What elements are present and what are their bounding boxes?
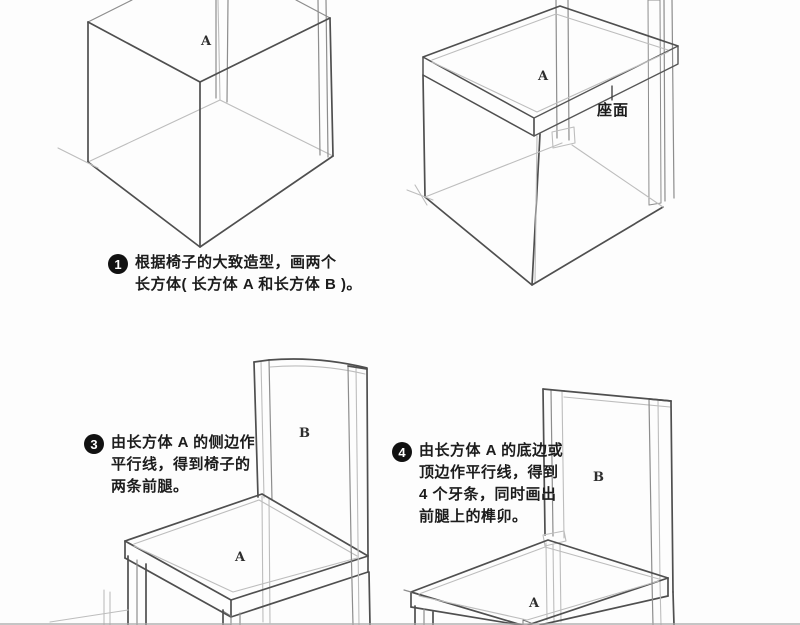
step-3-note: 3 由长方体 A 的侧边作 平行线，得到椅子的 两条前腿。: [84, 432, 255, 498]
page-bottom-edge: [0, 623, 800, 625]
step-4-number-badge: 4: [392, 442, 412, 462]
figure-4-chair-aprons-sketch: [403, 388, 675, 625]
step-3-line-3: 两条前腿。: [111, 478, 189, 495]
step-4-line-2: 顶边作平行线，得到: [419, 464, 559, 481]
step-4-line-3: 4 个牙条，同时画出: [419, 486, 557, 503]
figure-3-chair-front-legs-sketch: [49, 358, 371, 625]
fig3-box-a-label: A: [235, 550, 246, 565]
step-1-note: 1 根据椅子的大致造型，画两个 长方体( 长方体 A 和长方体 B )。: [108, 252, 362, 296]
step-4-note: 4 由长方体 A 的底边或 顶边作平行线，得到 4 个牙条，同时画出 前腿上的榫…: [392, 440, 563, 528]
step-3-line-2: 平行线，得到椅子的: [111, 456, 251, 473]
fig4-box-a-label: A: [529, 596, 540, 611]
step-1-number-badge: 1: [108, 254, 128, 274]
step-1-line-1: 根据椅子的大致造型，画两个: [135, 254, 337, 271]
fig3-box-b-label: B: [299, 426, 310, 441]
step-4-line-1: 由长方体 A 的底边或: [419, 442, 564, 459]
step-3-number-badge: 3: [84, 434, 104, 454]
fig2-seat-surface-label: 座面: [597, 102, 630, 119]
figure-2-chair-boxes-sketch: [406, 0, 679, 286]
figure-1-cube-sketch: [57, 0, 334, 248]
step-3-text: 由长方体 A 的侧边作 平行线，得到椅子的 两条前腿。: [111, 432, 255, 498]
step-4-text: 由长方体 A 的底边或 顶边作平行线，得到 4 个牙条，同时画出 前腿上的榫卯。: [419, 440, 563, 528]
fig4-box-b-label: B: [593, 470, 604, 485]
step-1-line-2: 长方体( 长方体 A 和长方体 B )。: [135, 276, 362, 293]
fig2-box-a-label: A: [538, 69, 549, 84]
step-1-text: 根据椅子的大致造型，画两个 长方体( 长方体 A 和长方体 B )。: [135, 252, 362, 296]
step-4-line-4: 前腿上的榫卯。: [419, 508, 528, 525]
fig1-box-a-label: A: [201, 34, 212, 49]
step-3-line-1: 由长方体 A 的侧边作: [111, 434, 256, 451]
